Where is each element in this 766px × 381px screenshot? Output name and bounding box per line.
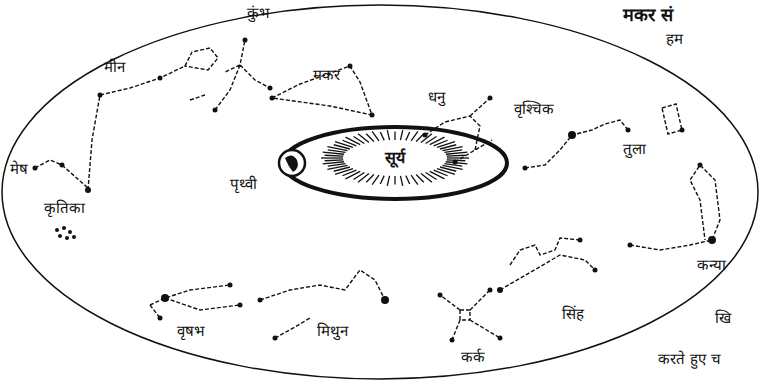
zodiac-ellipse (2, 5, 758, 379)
sun-label: सूर्य (385, 148, 405, 167)
constellation-label: पृथ्वी (230, 175, 257, 193)
sun-ray (325, 159, 344, 161)
star-dots (33, 38, 717, 343)
constellation-lines (35, 40, 720, 340)
constellation-label: धनु (428, 88, 445, 106)
sun-ray (323, 152, 345, 154)
sun-ray (411, 175, 418, 185)
sun-ray (437, 142, 455, 148)
sun-ray (400, 130, 402, 140)
sun-ray (406, 176, 410, 184)
constellation-label: मकर (313, 66, 340, 84)
constellation-label: कुंभ (247, 4, 270, 22)
sun-ray (416, 174, 424, 182)
constellation-label: मेष (10, 160, 28, 178)
sun-ray (447, 157, 469, 158)
sun-ray (325, 155, 344, 157)
sun-rays (321, 130, 469, 186)
sun-ray (380, 176, 384, 184)
sun-ray (430, 137, 445, 144)
constellation-label: कृतिका (44, 199, 85, 217)
earth-land (285, 155, 298, 172)
sun-ray (321, 157, 343, 158)
sun-ray (345, 171, 360, 178)
earth-orbit (283, 127, 507, 199)
sun-ray (372, 175, 379, 185)
sun-ray (430, 171, 445, 178)
sun-ray (394, 176, 395, 185)
sun-ray (366, 134, 374, 142)
sun-ray (447, 159, 466, 161)
constellation-label: करते हुए च (658, 350, 721, 368)
constellation-label: मिथुन (317, 322, 348, 340)
sun-ray (411, 131, 418, 141)
sun-ray (400, 176, 402, 186)
sun-ray (446, 152, 468, 154)
sun-ray (437, 169, 455, 175)
sun-ray (387, 176, 389, 186)
sun-ray (372, 131, 379, 141)
sun-ray (328, 164, 346, 167)
sun-ray (335, 169, 353, 175)
sun-ray (345, 137, 360, 144)
constellation-label: कर्क (461, 348, 485, 366)
constellation-label: मीन (104, 58, 125, 76)
constellation-label: वृश्चिक (514, 100, 554, 118)
sun-node: सूर्य (385, 148, 405, 167)
sun-ray (394, 132, 395, 141)
heading: मकर सं (623, 4, 673, 26)
sun-ray (387, 130, 389, 140)
constellation-label: खि (715, 309, 731, 327)
constellation-label: हम (666, 30, 683, 48)
sun-ray (406, 132, 410, 140)
constellation-label: कन्या (697, 256, 726, 274)
sun-ray (446, 162, 468, 164)
sun-ray (444, 150, 462, 153)
constellation-label: सिंह (562, 305, 584, 323)
earth-symbol (279, 150, 305, 176)
sun-ray (323, 162, 345, 164)
constellation-label: वृषभ (177, 322, 205, 340)
sun-ray (335, 142, 353, 148)
constellation-label: तुला (623, 140, 646, 158)
sun-ray (447, 155, 466, 157)
sun-ray (380, 132, 384, 140)
